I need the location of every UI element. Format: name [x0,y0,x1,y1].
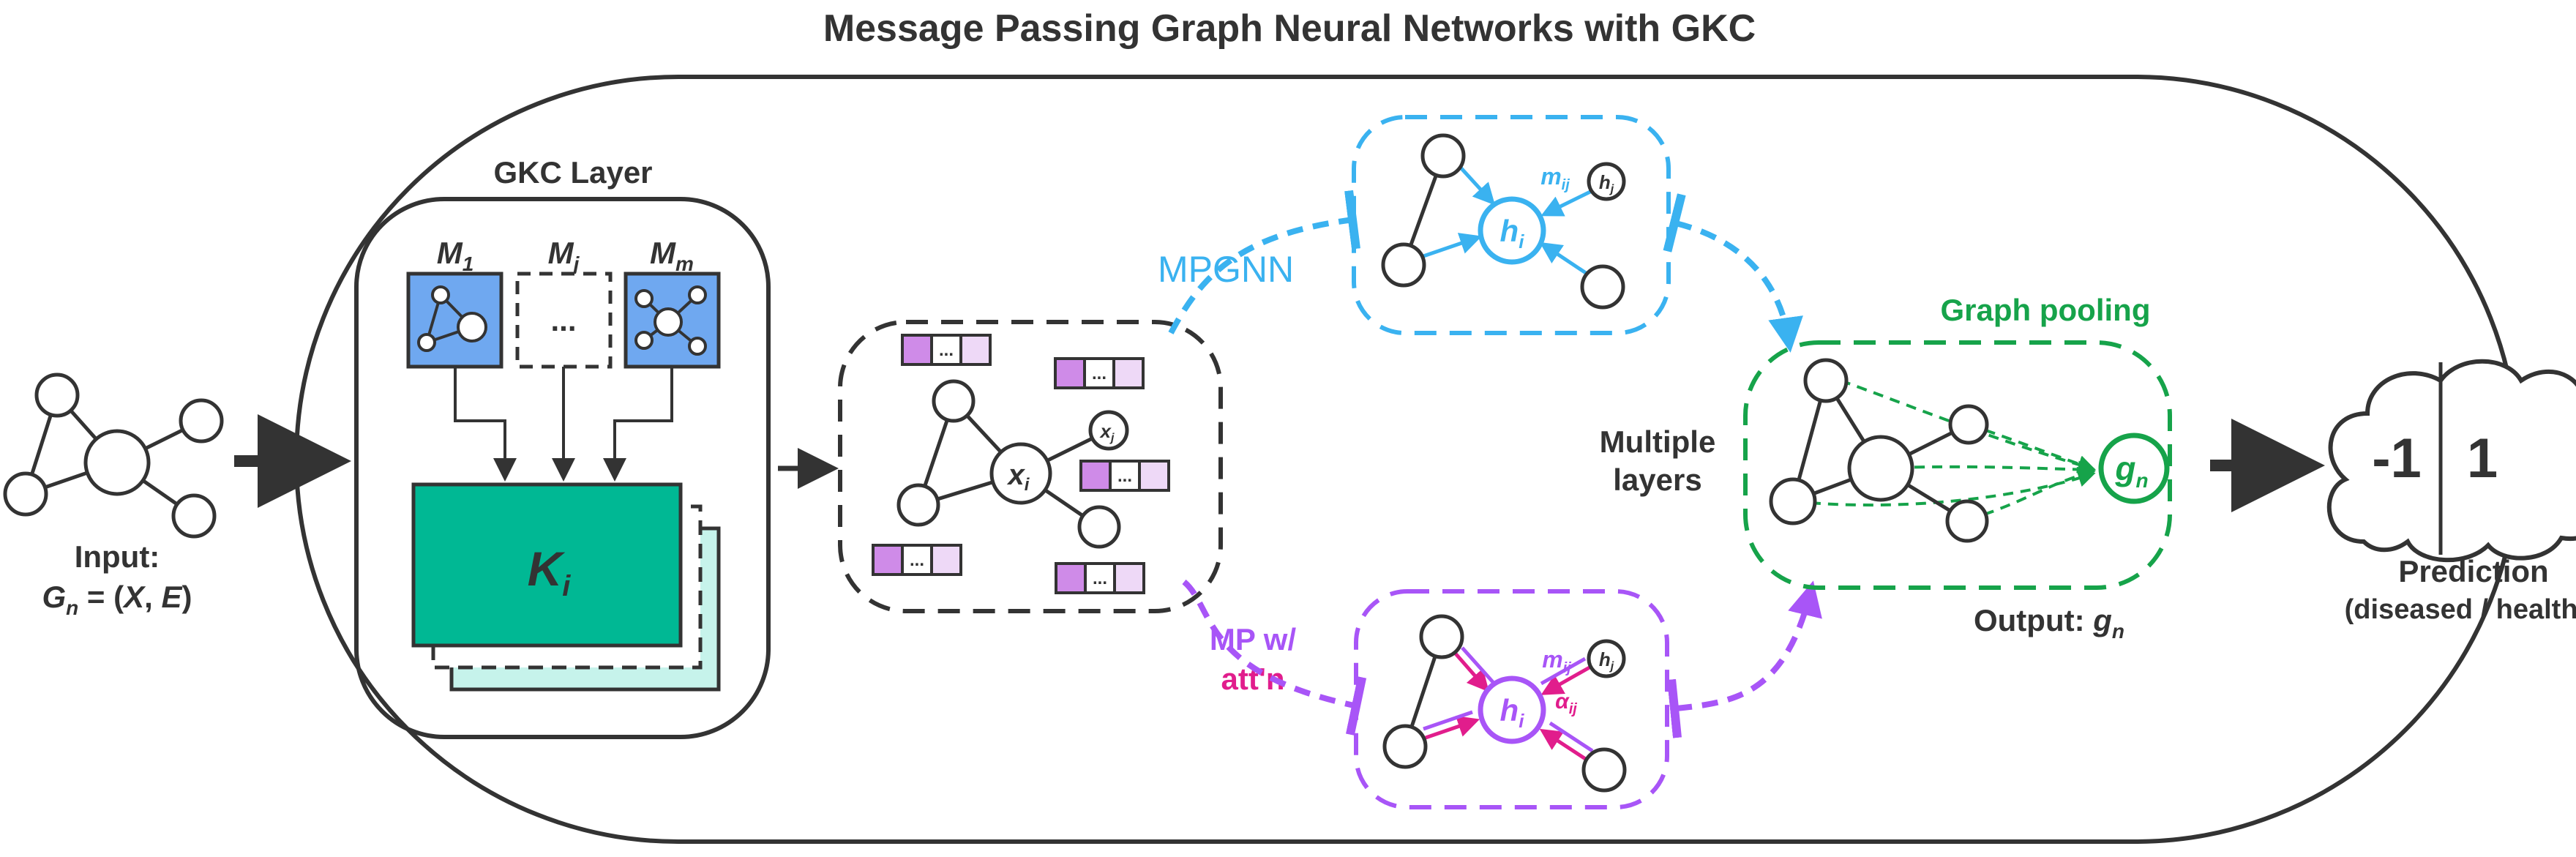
motif-m1-label: M1 [437,236,474,275]
prediction-neg-label: -1 [2372,427,2422,490]
input-formula: Gn = (X, E) [42,580,192,619]
mp-att-hi-label: hi [1500,693,1525,732]
mp-att-alpha-label: αij [1555,689,1577,717]
graph-pooling-box [1743,340,2172,590]
gkc-layer-box [354,197,771,739]
mp-att-hj-label: hj [1599,648,1614,673]
feature-vector-ellipsis: ... [1093,569,1107,588]
prediction-pos-label: 1 [2467,427,2498,490]
pooling-graph [1769,358,2170,543]
mpgnn-mij-label: mij [1540,163,1570,193]
multiple-layers-line1: Multiple [1600,424,1716,459]
feature-vector-ellipsis: ... [1117,466,1132,486]
mpgnn-in-arrow [1168,190,1360,334]
mpgnn-graph [1381,133,1626,310]
gkc-layer-title: GKC Layer [493,155,652,190]
motif-mj: ... [515,272,613,369]
feature-vector: ... [1079,460,1170,492]
mp-att-mij-label: mij [1542,646,1571,676]
mpgnn-hi-label: hi [1500,214,1525,252]
output-label: Output: gn [1974,603,2124,643]
kernel-label: Ki [528,542,572,602]
kernel-stack [411,482,721,692]
prediction-sublabel: (diseased / healthy) [2345,594,2576,625]
feature-vector-ellipsis: ... [939,340,954,360]
feature-graph-box [838,320,1223,613]
feature-vector: ... [1055,562,1145,594]
feature-vector: ... [872,544,962,576]
svg-text:...: ... [550,303,576,337]
motif-mj-label: Mj [548,236,580,275]
feature-vectors: ............... [872,334,1170,594]
feature-vector-ellipsis: ... [910,550,924,570]
multiple-layers-line2: layers [1613,463,1701,497]
mpgnn-box [1352,115,1671,335]
motif-mm-label: Mm [650,236,694,275]
node-xi-label: xi [1007,459,1030,495]
motif-mm [624,272,721,369]
feature-graph [896,379,1129,549]
motif-m1 [406,272,503,369]
input-graph [3,373,224,539]
feature-vector: ... [1054,357,1145,389]
mpgnn-label: MPGNN [1158,249,1294,290]
input-label: Input: [75,539,160,574]
mp-att-in-arrow [1182,579,1367,736]
diagram-title: Message Passing Graph Neural Networks wi… [823,7,1756,50]
feature-vector: ... [901,334,992,366]
mp-att-box [1354,589,1669,809]
prediction-cloud [2326,359,2576,562]
graph-pooling-label: Graph pooling [1941,293,2151,327]
pooled-gn-label: gn [2114,449,2148,492]
mpgnn-out-arrow [1663,193,1803,353]
motif-connectors [454,367,673,482]
mp-att-out-arrow [1667,580,1822,738]
mp-att-graph [1382,614,1627,793]
mp-att-label-line1: MP w/ [1210,622,1297,656]
mpgnn-hj-label: hj [1599,171,1614,195]
feature-vector-ellipsis: ... [1092,364,1107,383]
prediction-label: Prediction [2398,554,2548,588]
node-xj-label: xj [1099,420,1115,444]
